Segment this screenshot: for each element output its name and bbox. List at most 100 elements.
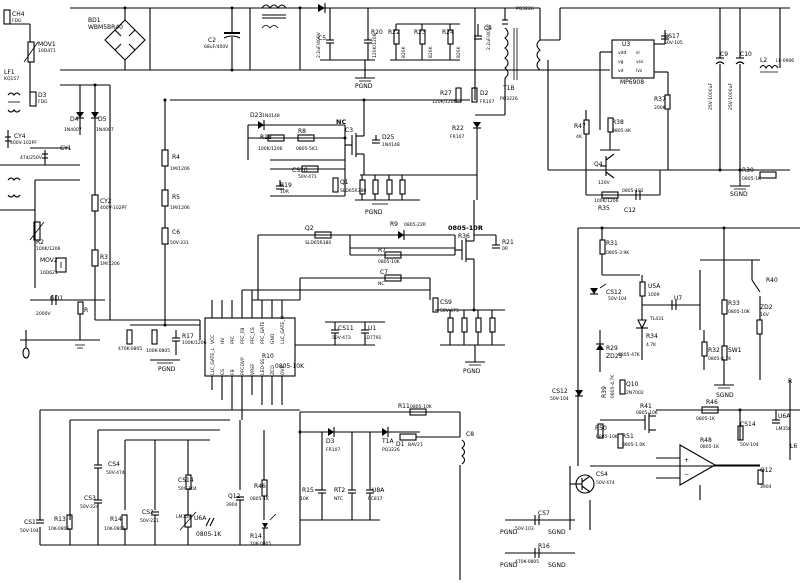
pin-pfc-gate: PFC_GATE [260,321,266,344]
cs1-ref: CS1 [24,519,36,526]
u3-pin-vdd: vdd [618,50,627,56]
ch4-value: FDG [12,18,22,24]
d2-value: FR107 [450,134,464,140]
r46-value: 50V-104 [740,442,759,448]
pin-pfcovp: PFCOVP [240,357,246,375]
r8-value: 50V-471 [298,174,317,180]
r8-ref: CS10 [292,167,308,174]
r-left2-label: 100K-0805 [146,348,170,354]
cy4-value: 400V-102PF [10,140,37,146]
r9-value: SLD65R380 [305,240,331,246]
sync-rectifier-ic: U3 vdd sl vg vss vd lvs MP6908 CS17 50V-… [547,30,683,171]
pin-vref: VREF [250,363,256,375]
d23-value: 1N4148 [262,113,280,119]
d2-ref: R22 [452,125,464,132]
r51-ref: R46 [706,399,718,406]
zd25-label: ZD25 [606,353,623,360]
r11-ref: D1 [396,441,405,448]
cs10-ref: R19 [280,182,292,189]
c8-ref: C4 [484,25,492,32]
cy1-value: 474/250V [20,155,43,161]
r35-ref: R35 [598,205,610,212]
r38-ref: R38 [612,119,624,126]
r11-value: BAV21 [408,442,423,448]
r7-value: NC [378,281,385,287]
r38-value: 0805-4K [612,128,632,134]
pgnd-4: PGND [500,529,518,536]
r33-ref: SW1 [728,347,742,354]
u8b-value: 10K-0805 [250,541,271,547]
r1-value: 400V-102PF [100,205,127,211]
u1-value: 0805-10K [275,363,305,370]
r14-ref: R14 [110,516,122,523]
cy2-value: 2000V [36,311,51,317]
junction-dots [93,6,742,434]
r5-ref: C6 [172,229,180,236]
r20-ref: R27 [440,90,452,97]
q1-ref: C3 [345,127,353,134]
cs9-cs11: CS11 50V-473 U1 LD7791 [295,321,385,346]
pin-vcc: VCC [210,335,216,344]
r37-ref: R37 [654,96,666,103]
pin-pfc: PFC [230,336,236,344]
u3-pin-vg: vg [618,60,624,65]
r47-value: 4K [576,134,583,140]
c7-ref: R21 [502,239,514,246]
pgnd-3: PGND [463,368,481,375]
feedback-network: R31 0805-3.9K CS12 50V-104 U5A 1009 U7 T… [577,227,800,466]
l-edge-label: L6 [790,443,797,450]
r32-value: 0805-10K [728,309,751,315]
r36-value: 0805-10K [378,259,401,265]
t1a-value: PQ3226 [500,96,518,102]
r22-value: 820K [401,45,407,58]
u8b-ref: R14 [250,533,262,540]
bulk-capacitor: C2 68uF/400V [204,8,241,70]
cs2-ref: CS2 [142,509,154,516]
r23-ref: R23 [414,29,426,36]
q1-gate-network: D23 1N4148 R18 100K/1206 R8 0805-5K1 CS1… [247,112,366,197]
c2-value: 68uF/400V [204,44,229,50]
r16-ref: R46 [254,483,266,490]
q12-value: 50V-474 [596,480,615,486]
c20-ref: RT2 [334,487,345,494]
c3-ref: D25 [382,134,394,141]
r22-ref: R22 [388,29,400,36]
r24-value: 820K [456,45,462,58]
r5-value: 50V-331 [170,240,189,246]
bridge-rectifier: BD1 WBM5BR40 [88,8,146,70]
d1-value: FR107 [326,447,340,453]
c5-ref: R20 [371,29,383,36]
r13-value: 10K-0805 [48,526,69,532]
pfc-inductor [261,3,326,29]
mov2-value: 100K/1206 [36,246,61,252]
top-rails [35,7,610,320]
u3-ref: U3 [622,41,630,48]
r35-value: 100K/1206 [594,198,619,204]
pin-pfc-cs: PFC_CS [250,327,256,344]
pin-ovp: OVP [280,365,286,375]
u3-value: MP6908 [620,79,644,86]
d1-ref: D3 [326,438,335,445]
cs3-value: 50V-224 [80,504,99,510]
r51-value: 0805-1K [696,416,716,422]
r9-ref: Q2 [305,225,314,232]
q4-value: 120V [598,180,611,186]
pin-zcd: ZCD [270,365,276,375]
q2-gate-network: Q2 SLD65R380 R9 0805-22R R7 0805-10K C7 … [257,221,456,300]
d25-ref: R9 [390,221,398,228]
mov1-ref: MOV1 [38,41,56,48]
q2-value: 0805-10R [448,224,483,232]
u7-ref: R34 [646,333,658,340]
gd1-value: 10D621 [40,270,58,276]
cy2-ref: GD1 [50,295,63,302]
cs17-value: 50V-105 [664,40,683,46]
q4-network: R47 4K R38 0805-4K Q4 120V R35 100K/1206… [574,110,661,214]
r41-value: 0805-10K [596,434,619,440]
c3b-ref: U8A [372,487,385,494]
u3-pin-lvs: lvs [636,68,643,74]
r23-value: 820K [428,45,434,58]
cs9-ref: CS11 [338,325,354,332]
r19-ref: Q1 [340,179,349,186]
cy1-ref: CY1 [60,145,72,152]
